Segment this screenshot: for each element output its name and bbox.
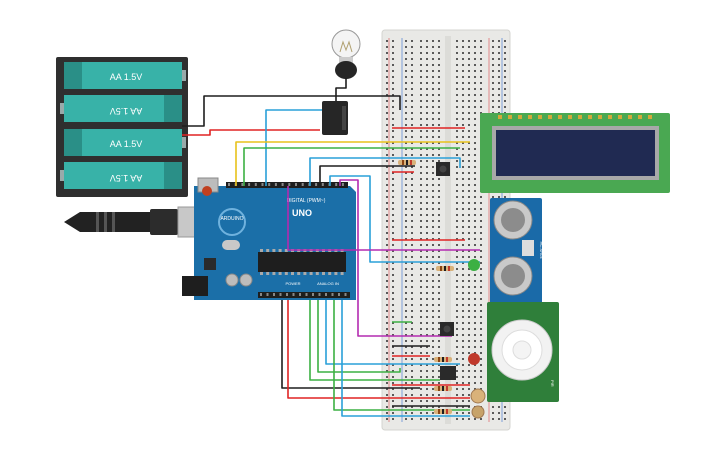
ultrasonic-sensor: HC-SR04 bbox=[490, 198, 544, 304]
resistor-3 bbox=[434, 357, 452, 362]
wire-relay-blue bbox=[265, 109, 322, 186]
photoresistor bbox=[470, 388, 486, 404]
battery-cell-3: AA 1.5V bbox=[64, 129, 186, 156]
model-label: UNO bbox=[292, 208, 312, 218]
battery-cell-1: AA 1.5V bbox=[64, 62, 186, 89]
power-analog-pin-header bbox=[258, 292, 350, 298]
analog-header-label: ANALOG IN bbox=[317, 281, 339, 286]
wire-green-1 bbox=[243, 147, 460, 186]
led-red bbox=[468, 353, 480, 365]
lcd-display bbox=[480, 113, 670, 193]
battery-cell-4: AA 1.5V bbox=[60, 162, 182, 189]
light-bulb-icon bbox=[331, 29, 361, 79]
ultrasonic-label: HC-SR04 bbox=[539, 241, 544, 259]
wire-red-5v bbox=[287, 300, 470, 399]
wire-battery-red bbox=[182, 129, 320, 136]
resistor-1 bbox=[398, 160, 416, 165]
brand-label: ARDUINO bbox=[220, 216, 243, 222]
battery-cell-1-label: AA 1.5V bbox=[110, 72, 143, 82]
resistor-5 bbox=[434, 409, 452, 414]
resistor-2 bbox=[436, 266, 454, 271]
battery-cell-2-label: AA 1.5V bbox=[110, 106, 143, 116]
wires bbox=[182, 78, 480, 417]
wire-relay-bulb bbox=[335, 78, 347, 101]
wire-yellow-1 bbox=[235, 141, 470, 186]
wire-blue-a2 bbox=[325, 300, 460, 365]
arduino-uno-board: ARDUINO UNO DIGITAL (PWM~) POWER ANALOG … bbox=[182, 177, 356, 300]
battery-cell-4-label: AA 1.5V bbox=[110, 173, 143, 183]
photoresistor-2 bbox=[471, 405, 485, 419]
battery-pack: AA 1.5V AA 1.5V AA 1.5V AA 1.5V bbox=[56, 57, 188, 197]
pir-label: PIR bbox=[550, 380, 555, 387]
wire-magenta-1 bbox=[287, 186, 480, 251]
wire-blue-lcd bbox=[309, 157, 461, 186]
lcd-pin-header bbox=[498, 115, 652, 119]
wire-battery-black bbox=[182, 95, 401, 127]
wire-green-a1 bbox=[317, 300, 401, 373]
wire-magenta-2 bbox=[339, 179, 452, 337]
wire-black-lcd bbox=[319, 165, 415, 186]
wire-blue-a4 bbox=[341, 300, 470, 417]
relay bbox=[322, 101, 348, 135]
temperature-sensor bbox=[440, 366, 456, 380]
wire-green-a3 bbox=[333, 300, 470, 411]
power-header-label: POWER bbox=[285, 281, 300, 286]
wire-black-gnd bbox=[281, 300, 420, 389]
led-green bbox=[468, 259, 480, 271]
pir-sensor: PIR bbox=[487, 302, 559, 402]
resistor-4 bbox=[434, 386, 452, 391]
battery-cell-2: AA 1.5V bbox=[60, 95, 182, 122]
wire-green-a0 bbox=[309, 300, 440, 381]
digital-header-label: DIGITAL (PWM~) bbox=[287, 198, 326, 204]
battery-cell-3-label: AA 1.5V bbox=[110, 139, 143, 149]
breadboard-components bbox=[398, 160, 486, 419]
wire-blue-us bbox=[329, 175, 480, 263]
